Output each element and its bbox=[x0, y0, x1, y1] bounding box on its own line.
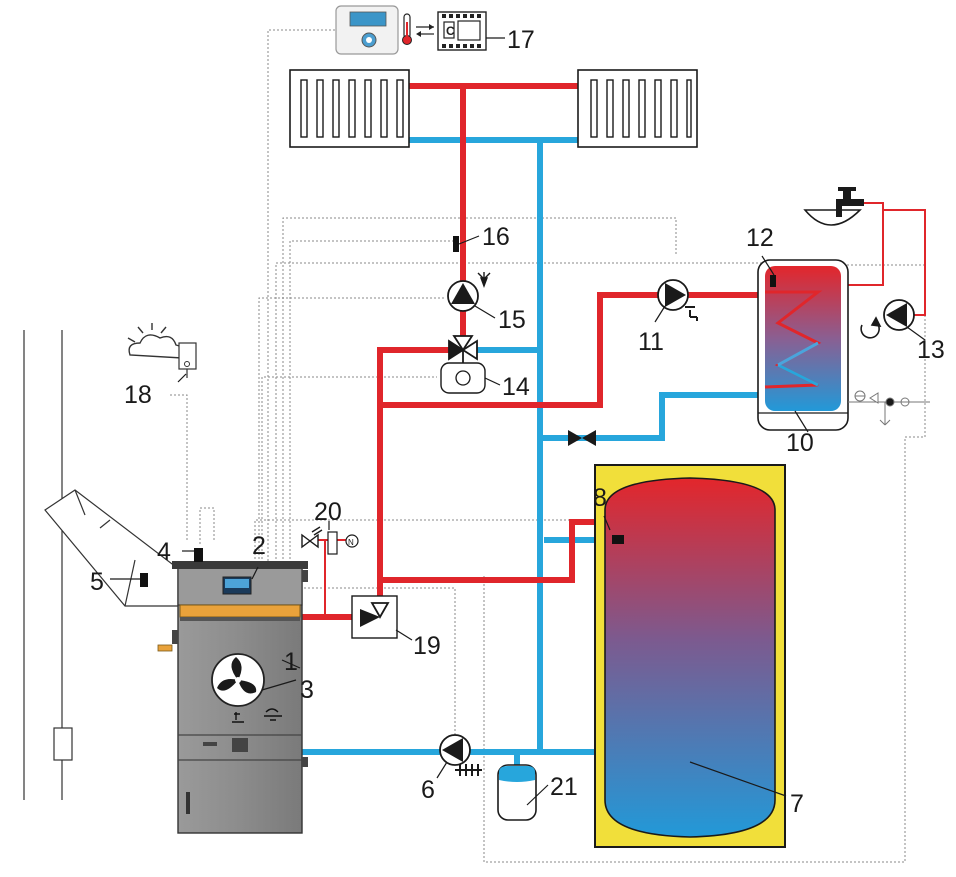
label-21: 21 bbox=[550, 773, 578, 801]
faucet-icon bbox=[803, 187, 864, 226]
room-controller: C bbox=[335, 5, 505, 55]
label-5: 5 bbox=[90, 568, 104, 596]
label-15: 15 bbox=[498, 306, 526, 334]
expansion-vessel-icon bbox=[497, 764, 549, 821]
label-8: 8 bbox=[593, 484, 607, 512]
air-vent-icon bbox=[477, 272, 491, 288]
label-12: 12 bbox=[746, 224, 774, 252]
label-17: 17 bbox=[507, 26, 535, 54]
label-13: 13 bbox=[917, 336, 945, 364]
dhw-charging-pump bbox=[654, 279, 698, 323]
label-3: 3 bbox=[300, 676, 314, 704]
dhw-circulation-pump bbox=[860, 299, 926, 341]
heating-pump bbox=[447, 272, 496, 319]
buffer-temperature-sensor bbox=[603, 515, 611, 531]
label-1: 1 bbox=[284, 648, 298, 676]
fan-icon bbox=[211, 653, 265, 707]
three-way-mixing-valve bbox=[440, 335, 501, 394]
label-16: 16 bbox=[482, 223, 510, 251]
hot-water-cylinder bbox=[757, 255, 930, 433]
svg-text:N: N bbox=[348, 538, 354, 547]
label-2: 2 bbox=[252, 532, 266, 560]
boiler bbox=[110, 548, 308, 834]
label-19: 19 bbox=[413, 632, 441, 660]
heat-exchanger-icon bbox=[455, 764, 482, 776]
drain-tap-icon bbox=[685, 306, 698, 321]
weather-sensor bbox=[127, 323, 197, 383]
supply-pipes bbox=[297, 83, 768, 620]
dhw-circulation-lines bbox=[843, 202, 926, 316]
label-20: 20 bbox=[314, 498, 342, 526]
label-7: 7 bbox=[790, 790, 804, 818]
safety-group-icon bbox=[848, 390, 930, 426]
label-14: 14 bbox=[502, 373, 530, 401]
anti-condensation-valve bbox=[351, 595, 413, 641]
label-4: 4 bbox=[157, 538, 171, 566]
supply-temperature-sensor bbox=[453, 235, 480, 252]
three-way-valve-icon bbox=[448, 335, 478, 361]
boiler-indicator-icon bbox=[232, 708, 282, 723]
shutoff-valve-icon bbox=[568, 430, 596, 446]
label-11: 11 bbox=[638, 328, 664, 356]
buffer-tank bbox=[594, 464, 787, 848]
radiator-right bbox=[577, 69, 698, 148]
radiator-left bbox=[289, 69, 410, 148]
label-18: 18 bbox=[124, 381, 152, 409]
circulation-arrows-icon bbox=[860, 316, 882, 339]
boiler-pump bbox=[436, 734, 482, 779]
component-labels: 1 2 3 4 5 6 7 8 10 11 12 13 14 15 16 17 … bbox=[90, 26, 945, 818]
pressure-gauge-icon bbox=[345, 534, 359, 548]
boiler-safety-group: N bbox=[301, 521, 359, 617]
controller-letter: C bbox=[446, 24, 455, 38]
air-separator-icon bbox=[327, 531, 338, 555]
weather-sensor-icon bbox=[127, 323, 184, 359]
label-6: 6 bbox=[421, 776, 435, 804]
label-10: 10 bbox=[786, 429, 814, 457]
safety-valve-icon bbox=[301, 526, 323, 549]
thermometer-icon bbox=[402, 13, 412, 45]
